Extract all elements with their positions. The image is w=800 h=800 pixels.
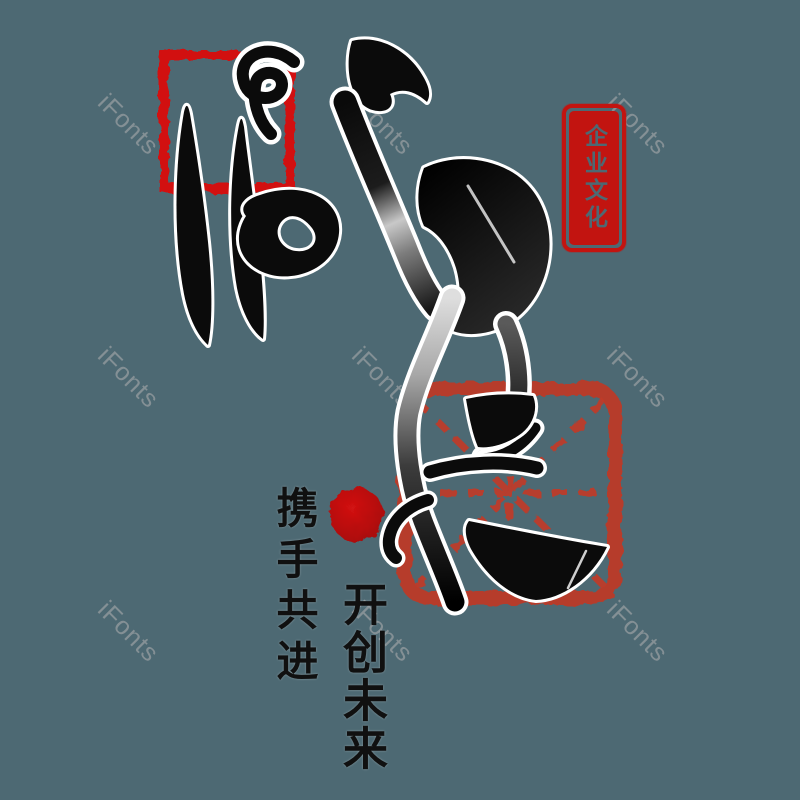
ink-highlight-slash (466, 184, 516, 264)
seal-inner-block: 企业文化 (569, 111, 619, 245)
red-dot (330, 488, 384, 542)
ink-highlight-slash (566, 549, 588, 590)
red-brush-frame (159, 50, 295, 193)
calligraphy-cheng (176, 39, 549, 459)
corporate-culture-seal: 企业文化 (562, 104, 626, 252)
calligraphy-zhang (389, 298, 607, 602)
slogan-vertical-left: 携手共进 (270, 486, 316, 690)
slogan-vertical-bottom: 开创未来 (336, 581, 386, 773)
seal-text: 企业文化 (581, 124, 607, 232)
